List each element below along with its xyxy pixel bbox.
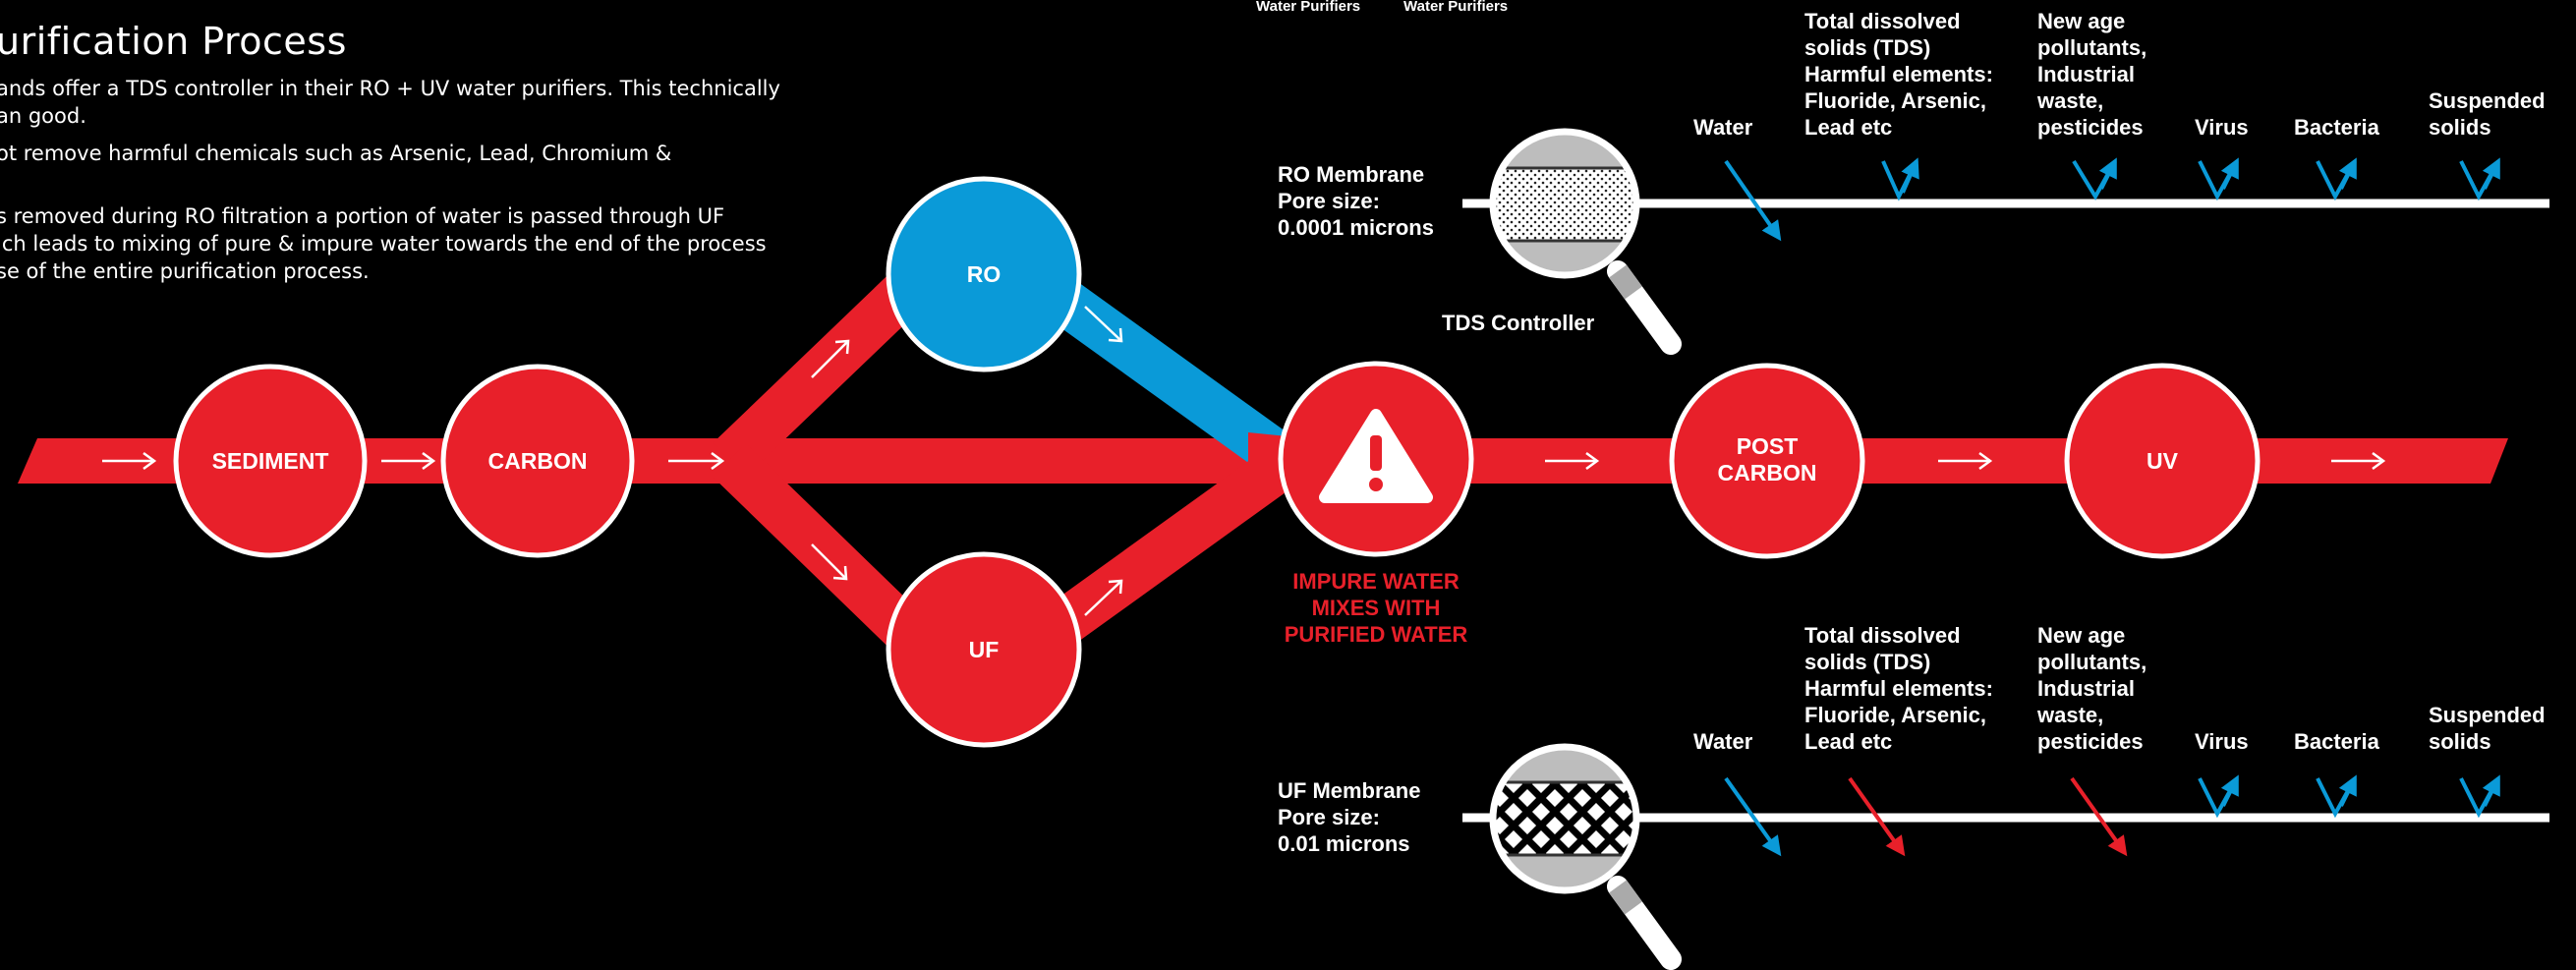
arrow-virus-blocked bbox=[2198, 160, 2239, 201]
arrow-pollutants-blocked bbox=[2072, 159, 2117, 200]
merge-fill bbox=[1248, 432, 1288, 485]
arrow-virus-blocked bbox=[2198, 777, 2239, 819]
arrow-water-pass bbox=[1724, 776, 1782, 857]
ro-branch-out bbox=[1027, 265, 1302, 482]
uf-label-tds: Total dissolved solids (TDS) Harmful ele… bbox=[1804, 623, 1993, 754]
stage-post-carbon-label-2: CARBON bbox=[1718, 460, 1817, 485]
arrow-bacteria-blocked bbox=[2316, 777, 2357, 819]
ro-label-suspended: Suspended solids bbox=[2429, 88, 2546, 140]
paragraph-uf-mixing: s removed during RO filtration a portion… bbox=[0, 202, 767, 285]
uf-label-virus: Virus bbox=[2195, 729, 2249, 754]
uf-magnifier-icon bbox=[1489, 743, 1682, 970]
stage-ro-label: RO bbox=[967, 261, 1002, 287]
uf-contaminant-arrows bbox=[1724, 774, 2500, 857]
flow-arrow bbox=[811, 339, 850, 378]
stage-carbon-label: CARBON bbox=[488, 448, 588, 474]
paragraph-line: s removed during RO filtration a portion… bbox=[0, 204, 725, 228]
ro-magnifier-icon bbox=[1489, 128, 1682, 355]
stage-uf-label: UF bbox=[969, 637, 1000, 662]
stage-post-carbon: POST CARBON bbox=[1669, 363, 1865, 559]
flow-arrow bbox=[1938, 451, 1993, 471]
flow-arrow bbox=[381, 451, 436, 471]
stage-uv: UV bbox=[2064, 363, 2261, 559]
flow-arrow bbox=[811, 543, 848, 581]
top-label-1: Water Purifiers bbox=[1256, 0, 1361, 15]
flow-arrows bbox=[102, 306, 2386, 616]
uf-branch-out bbox=[1027, 442, 1302, 658]
paragraph-line: an good. bbox=[0, 104, 86, 128]
uf-label-pollutants: New age pollutants, Industrial waste, pe… bbox=[2037, 623, 2147, 754]
arrow-suspended-blocked bbox=[2459, 160, 2500, 201]
arrow-bacteria-blocked bbox=[2316, 160, 2357, 201]
arrow-pollutants-pass bbox=[2070, 776, 2128, 857]
arrow-suspended-blocked bbox=[2459, 777, 2500, 819]
uf-label-bacteria: Bacteria bbox=[2294, 729, 2379, 754]
paragraph-line: ands offer a TDS controller in their RO … bbox=[0, 77, 780, 100]
flow-arrow bbox=[1084, 306, 1123, 343]
uf-label-water: Water bbox=[1693, 729, 1753, 754]
warning-icon bbox=[1319, 409, 1433, 503]
arrow-tds-pass bbox=[1848, 776, 1906, 857]
impure-mix-warning: IMPURE WATER MIXES WITH PURIFIED WATER bbox=[1284, 569, 1468, 647]
paragraph-line: ich leads to mixing of pure & impure wat… bbox=[0, 232, 767, 256]
stage-uf: UF bbox=[886, 551, 1082, 748]
flow-arrow bbox=[1084, 579, 1123, 616]
paragraph-line: se of the entire purification process. bbox=[0, 259, 370, 283]
flow-arrow bbox=[668, 451, 725, 471]
uf-membrane-label: UF Membrane Pore size: 0.01 microns bbox=[1278, 778, 1421, 856]
paragraph-line: ot remove harmful chemicals such as Arse… bbox=[0, 142, 672, 165]
stage-sediment: SEDIMENT bbox=[173, 364, 368, 558]
uf-branch-in bbox=[713, 442, 941, 666]
stage-post-carbon-label-1: POST bbox=[1737, 433, 1799, 459]
top-label-2: Water Purifiers bbox=[1403, 0, 1509, 15]
stage-sediment-label: SEDIMENT bbox=[212, 448, 329, 474]
stage-ro: RO bbox=[886, 176, 1082, 372]
ro-label-tds: Total dissolved solids (TDS) Harmful ele… bbox=[1804, 9, 1993, 140]
uf-label-suspended: Suspended solids bbox=[2429, 703, 2546, 754]
page-title: urification Process bbox=[0, 20, 347, 63]
ro-label-pollutants: New age pollutants, Industrial waste, pe… bbox=[2037, 9, 2147, 140]
ro-label-virus: Virus bbox=[2195, 115, 2249, 140]
ro-membrane-label: RO Membrane Pore size: 0.0001 microns bbox=[1278, 162, 1434, 240]
arrow-tds-blocked bbox=[1881, 160, 1918, 201]
ro-label-bacteria: Bacteria bbox=[2294, 115, 2379, 140]
ro-contaminant-arrows bbox=[1724, 157, 2500, 242]
paragraph-tds-controller: ands offer a TDS controller in their RO … bbox=[0, 75, 780, 130]
stage-carbon: CARBON bbox=[440, 364, 635, 558]
ro-label-water: Water bbox=[1693, 115, 1753, 140]
stage-warning bbox=[1278, 361, 1474, 557]
flow-arrow bbox=[1545, 451, 1600, 471]
stage-uv-label: UV bbox=[2147, 448, 2179, 474]
arrow-water-pass bbox=[1724, 159, 1782, 242]
flow-arrow bbox=[2331, 451, 2386, 471]
tds-controller-label: TDS Controller bbox=[1442, 311, 1595, 335]
paragraph-harmful-chemicals: ot remove harmful chemicals such as Arse… bbox=[0, 140, 671, 167]
flow-arrow bbox=[102, 451, 157, 471]
